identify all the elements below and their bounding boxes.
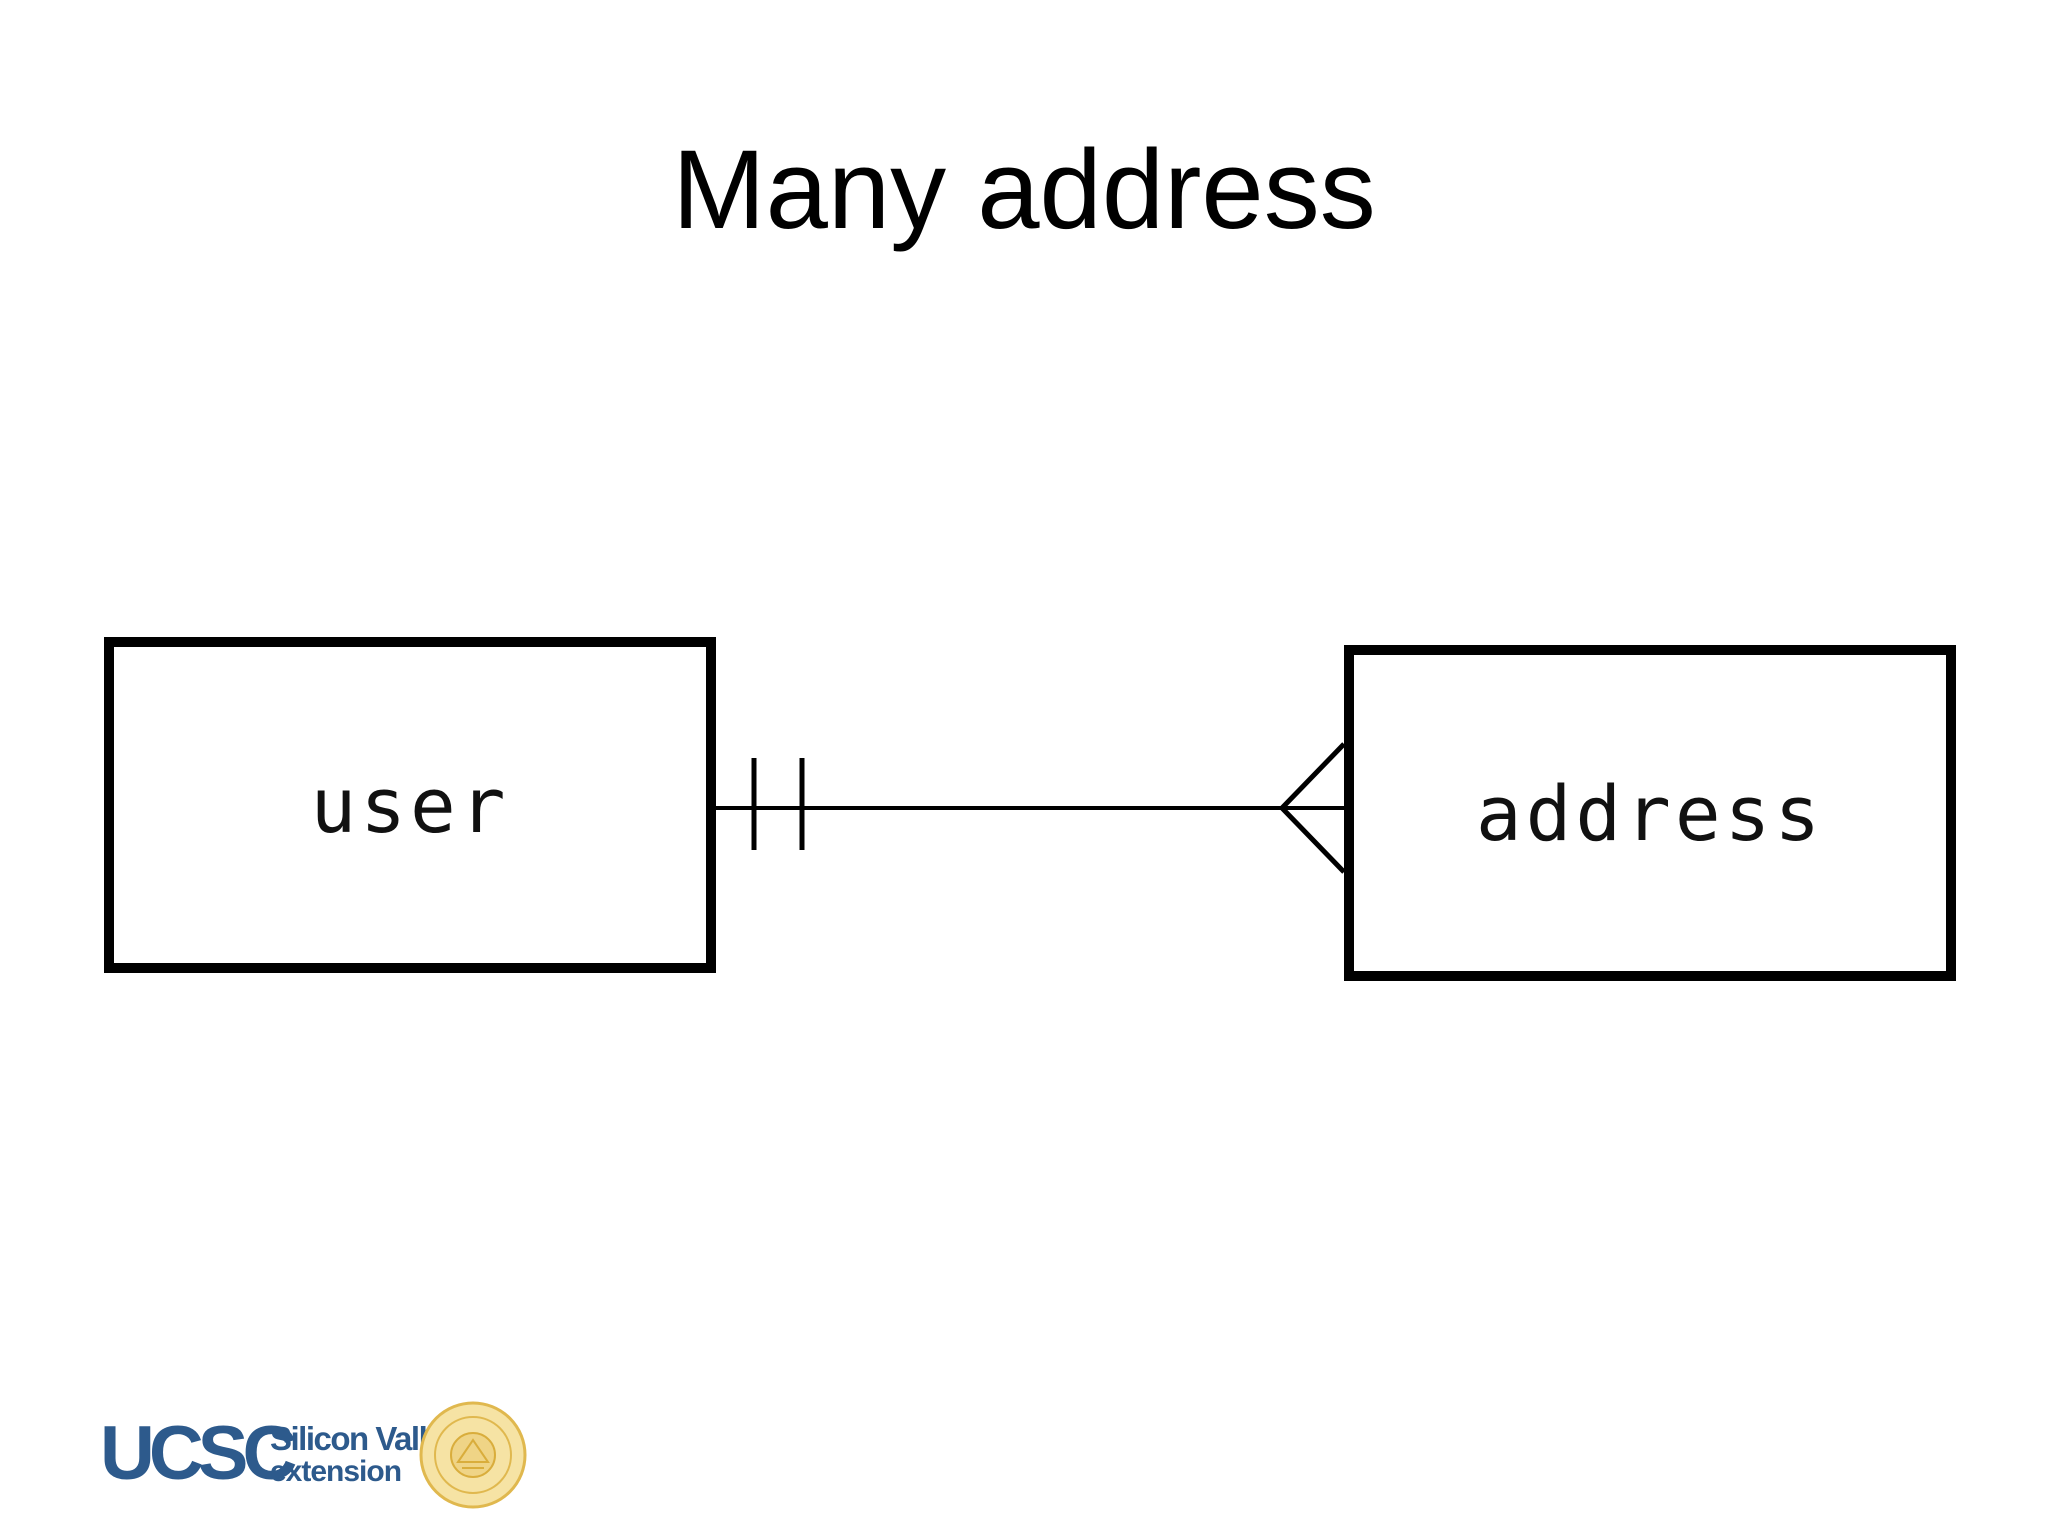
ucsc-extension-logo: UCSC Silicon Valley extension — [100, 1400, 530, 1512]
university-seal-icon — [419, 1401, 527, 1509]
entity-user: user — [104, 637, 716, 973]
logo-mark: UCSC — [100, 1411, 297, 1496]
logo-line-2: extension — [270, 1455, 402, 1488]
crows-foot-upper — [1280, 742, 1346, 810]
crows-foot-lower — [1280, 806, 1346, 874]
entity-address: address — [1344, 645, 1956, 981]
entity-address-label: address — [1475, 768, 1825, 858]
slide-title: Many address — [672, 127, 1376, 252]
entity-user-label: user — [310, 760, 510, 850]
